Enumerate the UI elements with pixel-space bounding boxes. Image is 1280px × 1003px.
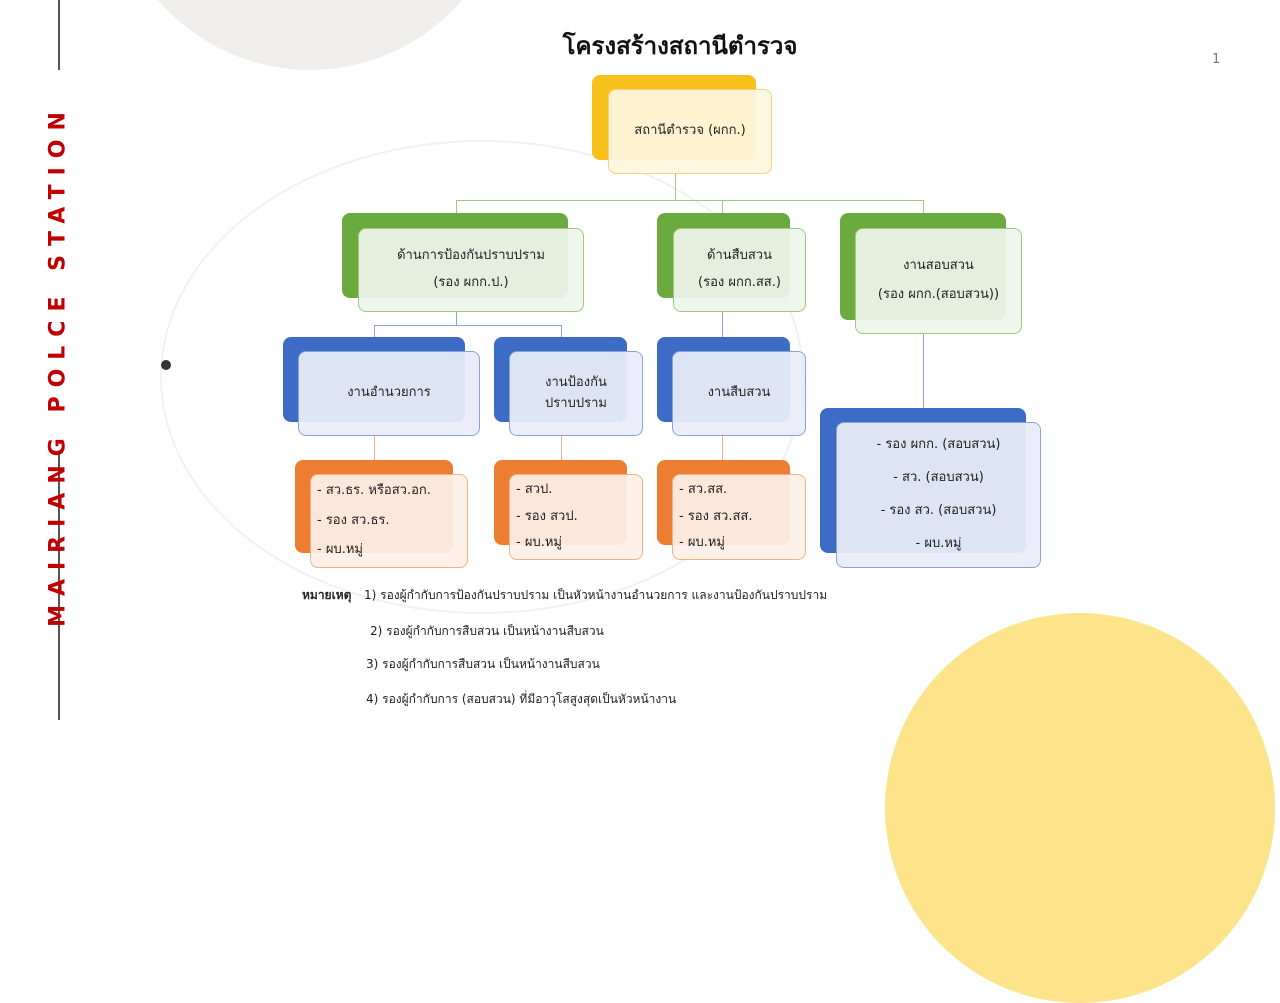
connector bbox=[374, 325, 562, 326]
side-label: MAIRIANG POLCE STATION bbox=[45, 103, 71, 627]
decorative-yellow-circle bbox=[885, 613, 1275, 1003]
root-node: สถานีตำรวจ (ผกก.) bbox=[608, 89, 772, 174]
note-item: 2) รองผู้กำกับการสืบสวน เป็นหน้างานสืบสว… bbox=[370, 624, 604, 638]
node-label: ด้านสืบสวน bbox=[707, 248, 772, 264]
list-item: - สวป. bbox=[516, 481, 553, 497]
decorative-gray-circle bbox=[0, 0, 600, 70]
connector bbox=[456, 200, 457, 213]
node-investigation: ด้านสืบสวน (รอง ผกก.สส.) bbox=[673, 228, 806, 312]
connector bbox=[374, 325, 375, 337]
connector bbox=[722, 436, 723, 460]
note-item: 4) รองผู้กำกับการ (สอบสวน) ที่มีอาวุโสสู… bbox=[366, 692, 677, 706]
connector bbox=[722, 312, 723, 337]
list-item: - ผบ.หมู่ bbox=[679, 535, 725, 551]
node-investigation-work: งานสืบสวน bbox=[672, 351, 806, 436]
connector bbox=[675, 174, 676, 200]
page-title: โครงสร้างสถานีตำรวจ bbox=[562, 32, 798, 60]
node-investigation-staff: - สว.สส. - รอง สว.สส. - ผบ.หมู่ bbox=[672, 474, 806, 560]
node-inquiry-staff: - รอง ผกก. (สอบสวน) - สว. (สอบสวน) - รอง… bbox=[836, 422, 1041, 568]
connector bbox=[374, 436, 375, 460]
decorative-dot bbox=[161, 360, 171, 370]
list-item: - รอง สวป. bbox=[516, 508, 578, 524]
side-line-bottom bbox=[58, 453, 60, 720]
node-admin: งานอำนวยการ bbox=[298, 351, 480, 436]
node-label: งานอำนวยการ bbox=[347, 385, 431, 401]
side-line-top bbox=[58, 0, 60, 70]
node-label: ด้านการป้องกันปราบปราม bbox=[397, 248, 545, 264]
note-item: 1) รองผู้กำกับการป้องกันปราบปราม เป็นหัว… bbox=[364, 588, 828, 602]
connector bbox=[456, 312, 457, 325]
list-item: - ผบ.หมู่ bbox=[915, 536, 962, 552]
node-patrol-staff: - สวป. - รอง สวป. - ผบ.หมู่ bbox=[509, 474, 643, 560]
connector bbox=[923, 200, 924, 213]
node-label: งานป้องกัน bbox=[545, 374, 607, 390]
list-item: - ผบ.หมู่ bbox=[317, 541, 363, 557]
connector bbox=[561, 325, 562, 337]
connector bbox=[722, 200, 723, 213]
notes-label: หมายเหตุ bbox=[302, 588, 352, 602]
node-sublabel: (รอง ผกก.สส.) bbox=[698, 275, 781, 290]
root-label: สถานีตำรวจ (ผกก.) bbox=[634, 123, 746, 139]
page-number: 1 bbox=[1212, 52, 1221, 67]
list-item: - สว.สส. bbox=[679, 481, 728, 497]
node-patrol: งานป้องกัน ปราบปราม bbox=[509, 351, 643, 436]
node-label: ปราบปราม bbox=[545, 395, 607, 411]
connector bbox=[923, 334, 924, 408]
node-prevention: ด้านการป้องกันปราบปราม (รอง ผกก.ป.) bbox=[358, 228, 584, 312]
list-item: - สว.ธร. หรือสว.อก. bbox=[317, 483, 431, 499]
list-item: - รอง สว.ธร. bbox=[317, 512, 390, 528]
list-item: - รอง ผกก. (สอบสวน) bbox=[876, 437, 1001, 453]
list-item: - ผบ.หมู่ bbox=[516, 535, 562, 551]
list-item: - รอง สว. (สอบสวน) bbox=[880, 503, 997, 519]
connector bbox=[456, 200, 924, 201]
node-label: งานสืบสวน bbox=[707, 385, 771, 401]
note-item: 3) รองผู้กำกับการสืบสวน เป็นหน้างานสืบสว… bbox=[366, 657, 600, 671]
node-inquiry: งานสอบสวน (รอง ผกก.(สอบสวน)) bbox=[855, 228, 1022, 334]
connector bbox=[561, 436, 562, 460]
node-admin-staff: - สว.ธร. หรือสว.อก. - รอง สว.ธร. - ผบ.หม… bbox=[310, 474, 468, 568]
node-sublabel: (รอง ผกก.ป.) bbox=[433, 275, 509, 290]
node-label: งานสอบสวน bbox=[903, 258, 974, 274]
node-sublabel: (รอง ผกก.(สอบสวน)) bbox=[877, 287, 1000, 302]
list-item: - รอง สว.สส. bbox=[679, 508, 753, 524]
list-item: - สว. (สอบสวน) bbox=[893, 470, 984, 486]
